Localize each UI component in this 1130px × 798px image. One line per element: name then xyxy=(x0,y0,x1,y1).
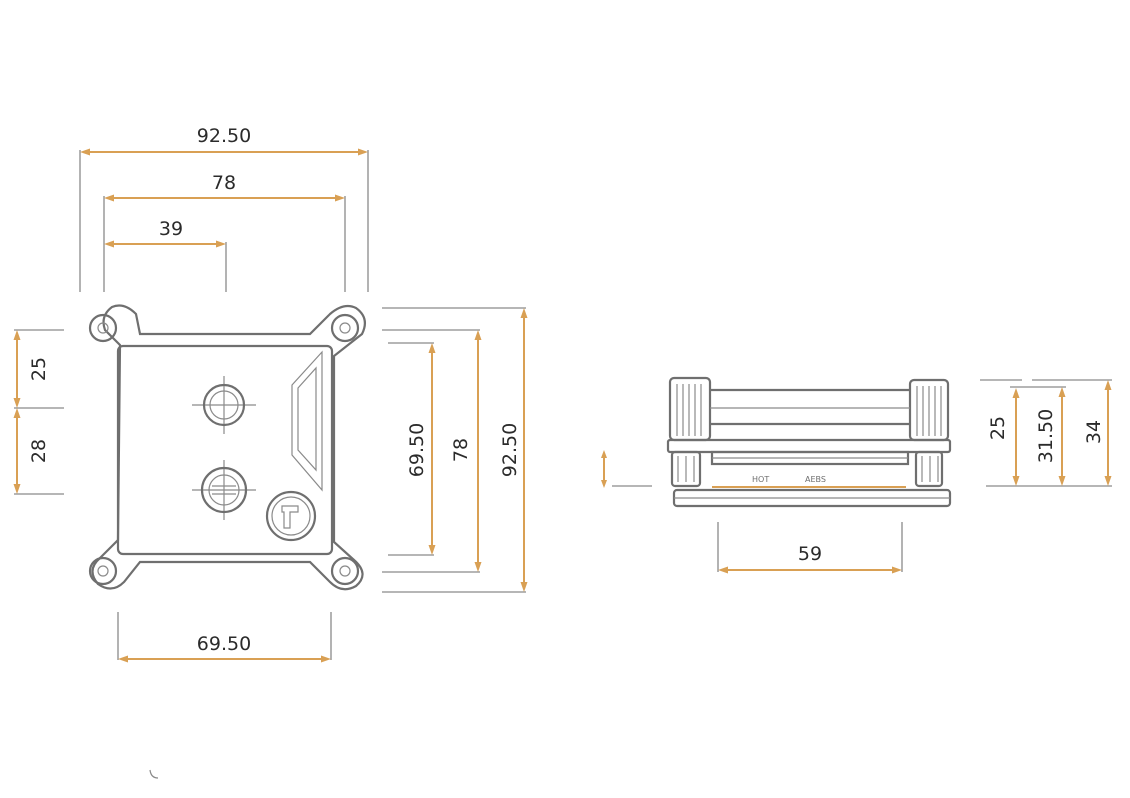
side-dim-a: 25 xyxy=(987,388,1020,486)
screw-top-right xyxy=(330,313,360,343)
side-dim-c: 34 xyxy=(1083,380,1112,486)
dim-bottom-label: 69.50 xyxy=(197,633,251,655)
side-dim-a-label: 25 xyxy=(987,416,1009,440)
dim-top-overall-label: 92.50 xyxy=(197,125,251,147)
corner-screws xyxy=(88,313,360,586)
side-right-extension-lines xyxy=(980,379,1112,487)
dim-right-mid-label: 78 xyxy=(450,438,472,462)
dim-left-upper-label: 25 xyxy=(28,357,50,381)
dim-top-mid: 78 xyxy=(104,172,345,202)
dim-right-inner-label: 69.50 xyxy=(406,423,428,477)
screw-bottom-left xyxy=(88,556,118,586)
screw-bottom-right xyxy=(330,556,360,586)
side-left-stub xyxy=(601,450,652,488)
port-outlet xyxy=(192,460,256,520)
logo-badge xyxy=(265,490,317,542)
block-plate xyxy=(91,304,367,591)
dim-top-half-label: 39 xyxy=(159,218,183,240)
right-extension-lines xyxy=(382,307,526,593)
dim-right-overall: 92.50 xyxy=(499,308,528,592)
dim-right-mid: 78 xyxy=(450,330,482,572)
side-middle-body: HOT AEBS xyxy=(670,450,944,488)
left-extension-lines xyxy=(14,329,64,495)
top-view: 92.50 78 39 25 xyxy=(13,125,528,663)
side-view: HOT AEBS 25 31.50 xyxy=(601,376,1112,574)
side-base-text-left: HOT xyxy=(752,475,769,484)
dim-left-lower: 28 xyxy=(13,408,50,494)
port-inlet xyxy=(192,376,256,434)
dim-left-lower-label: 28 xyxy=(28,439,50,463)
side-base-plate xyxy=(672,488,952,508)
side-dim-bottom-label: 59 xyxy=(798,543,822,565)
dim-right-inner: 69.50 xyxy=(406,343,436,555)
side-base-text-right: AEBS xyxy=(805,475,826,484)
dim-top-mid-label: 78 xyxy=(212,172,236,194)
screw-top-left xyxy=(88,313,118,343)
stray-mark xyxy=(149,769,159,779)
side-dim-b: 31.50 xyxy=(1035,387,1066,486)
dim-right-overall-label: 92.50 xyxy=(499,423,521,477)
bottom-extension-lines xyxy=(117,612,332,660)
dim-top-overall: 92.50 xyxy=(80,125,368,156)
dim-bottom: 69.50 xyxy=(118,633,331,663)
dim-left-upper: 25 xyxy=(13,330,50,408)
side-dim-bottom: 59 xyxy=(718,543,902,574)
side-top-assembly xyxy=(666,376,952,454)
side-bottom-extension-lines xyxy=(717,522,903,572)
side-dim-b-label: 31.50 xyxy=(1035,409,1057,463)
dim-top-half: 39 xyxy=(104,218,226,248)
side-dim-c-label: 34 xyxy=(1083,420,1105,444)
